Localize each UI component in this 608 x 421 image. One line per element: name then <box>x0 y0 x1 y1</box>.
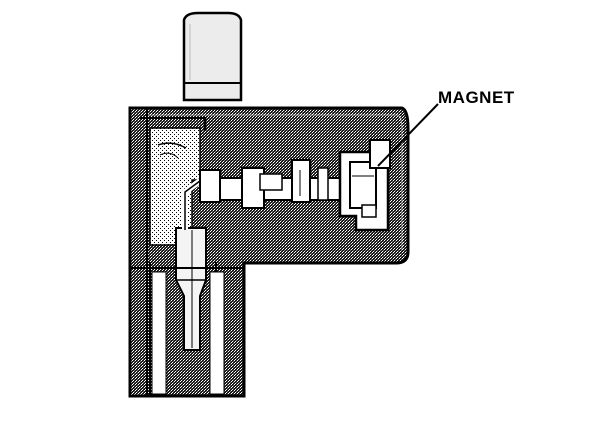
magnet-assembly <box>338 139 391 232</box>
connector-shell <box>129 107 206 397</box>
terminal-pin <box>175 227 207 351</box>
magnet-callout-label: MAGNET <box>438 88 515 107</box>
connector-sleeve <box>130 262 244 396</box>
top-pin <box>182 11 243 102</box>
central-shaft <box>199 159 341 209</box>
magnet-leader-line <box>377 103 439 167</box>
